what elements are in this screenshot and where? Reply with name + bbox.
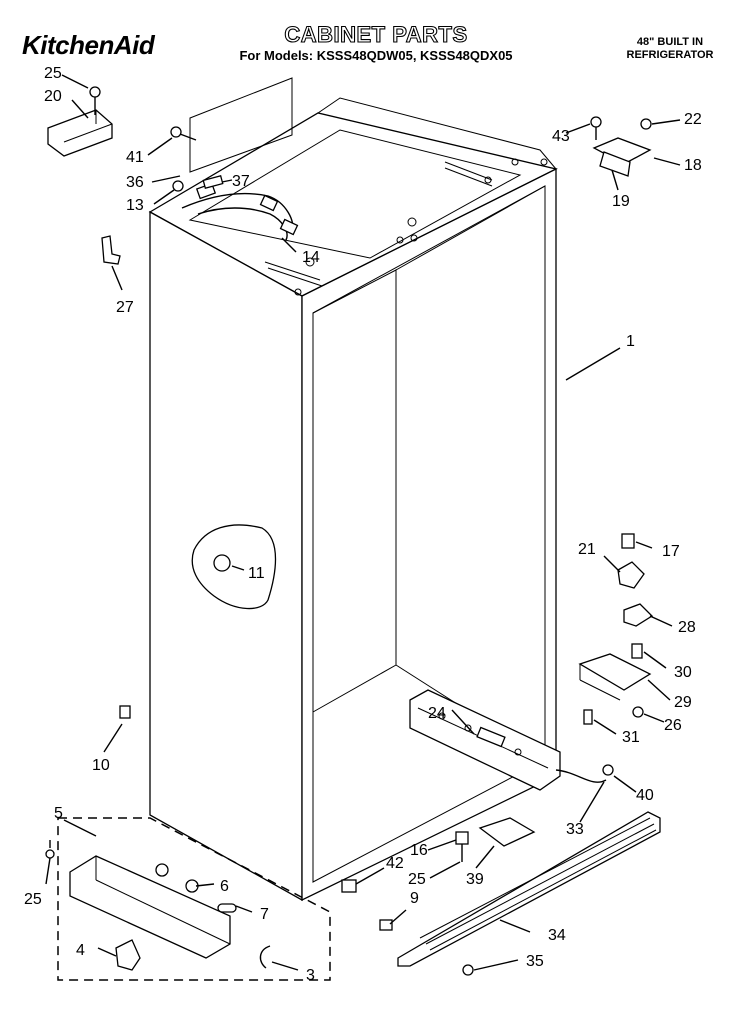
part-42-nut [341,879,357,893]
callout-36: 36 [126,174,144,191]
callout-41: 41 [126,149,144,166]
callout-13: 13 [126,197,144,214]
callout-30: 30 [674,664,692,681]
callout-6: 6 [220,878,229,895]
part-35-screw [462,964,474,976]
toe-grille [397,811,661,967]
callout-10: 10 [92,757,110,774]
callout-34: 34 [548,927,566,944]
part-22-bolt [640,118,652,130]
callout-16: 16 [410,842,428,859]
callout-21: 21 [578,541,596,558]
part-25-screw-top [89,86,101,115]
callout-18: 18 [684,157,702,174]
callout-4: 4 [76,942,85,959]
callout-42: 42 [386,855,404,872]
callout-3: 3 [306,967,315,984]
callout-28: 28 [678,619,696,636]
callout-20: 20 [44,88,62,105]
models-line: For Models: KSSS48QDW05, KSSS48QDX05 [239,48,513,63]
product-type-line2: REFRIGERATOR [626,49,714,61]
callout-17: 17 [662,543,680,560]
callout-11: 11 [248,565,265,582]
page-title: CABINET PARTS [284,21,468,47]
callout-39: 39 [466,871,484,888]
callout-1: 1 [626,333,635,350]
brand-logo: KitchenAid [22,30,155,60]
callout-31: 31 [622,729,640,746]
part-10-leveler [119,705,131,719]
callout-35: 35 [526,953,544,970]
callout-7: 7 [260,906,269,923]
part-37-clip [202,175,224,189]
callout-19: 19 [612,193,630,210]
callout-27: 27 [116,299,134,316]
base-assembly [45,817,331,981]
callout-9: 9 [410,890,419,907]
leader-lines [45,74,681,971]
callout-37: 37 [232,173,250,190]
callout-25-bottom: 25 [408,871,426,888]
part-9-clip [379,919,393,931]
callout-43: 43 [552,128,570,145]
product-type-line1: 48" BUILT IN [636,36,704,48]
callout-labels: 25 20 41 36 13 37 14 27 43 22 18 19 1 11… [24,65,702,984]
product-type: 48" BUILT IN REFRIGERATOR [600,36,740,62]
callout-22: 22 [684,111,702,128]
callout-33: 33 [566,821,584,838]
part-13-nut [172,180,184,192]
callout-25-left: 25 [24,891,42,908]
part-41-screw [170,126,197,141]
callout-24: 24 [428,705,446,722]
part-20-bracket [47,109,113,157]
callout-26: 26 [664,717,682,734]
part-18-19-bracket [592,137,652,177]
cabinet-shell [148,77,561,902]
part-16-clip [455,831,469,862]
callout-25-top: 25 [44,65,62,82]
part-27-clip [101,235,121,265]
callout-40: 40 [636,787,654,804]
callout-14: 14 [302,249,320,266]
hinge-assembly [555,533,654,783]
part-39-cover [478,817,536,847]
callout-29: 29 [674,694,692,711]
callout-5: 5 [54,805,63,822]
part-43-screw [590,116,602,140]
